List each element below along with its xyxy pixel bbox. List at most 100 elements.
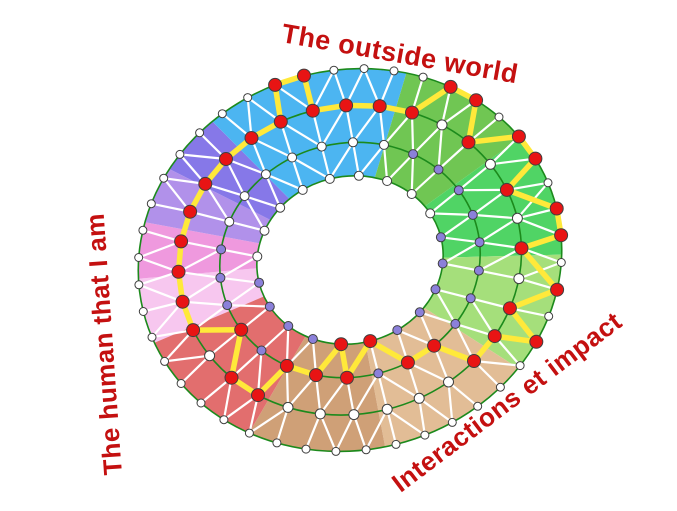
- highlighted-node: [372, 99, 387, 114]
- spoke-line: [429, 212, 474, 216]
- highlighted-node: [268, 77, 283, 92]
- highlighted-node: [514, 241, 529, 256]
- graph-node: [437, 258, 448, 269]
- spoke-line: [418, 311, 457, 325]
- graph-node: [556, 258, 566, 267]
- graph-node: [513, 273, 525, 285]
- graph-node: [314, 408, 326, 420]
- highlighted-node: [234, 322, 249, 337]
- spoke-line: [181, 300, 229, 307]
- graph-node: [324, 173, 335, 184]
- graph-node: [361, 445, 371, 455]
- spoke-line: [351, 141, 360, 177]
- graph-node: [222, 300, 233, 311]
- spoke-line: [434, 288, 472, 300]
- highlighted-node: [405, 105, 419, 120]
- graph-node: [543, 178, 553, 188]
- graph-node: [264, 301, 275, 312]
- sector-pink: [138, 222, 260, 279]
- spoke-line: [264, 173, 282, 209]
- spoke-line: [357, 143, 386, 177]
- spoke-line: [304, 412, 322, 451]
- graph-node: [447, 417, 457, 427]
- graph-node: [430, 284, 441, 295]
- highlighted-node: [427, 338, 442, 353]
- graph-node: [494, 112, 504, 122]
- spoke-line: [137, 256, 180, 273]
- spoke-line: [219, 255, 259, 279]
- graph-node: [134, 253, 144, 262]
- highlighted-node: [273, 114, 288, 129]
- spoke-line: [163, 329, 195, 363]
- spoke-line: [477, 269, 521, 280]
- graph-node: [243, 93, 253, 103]
- graph-node: [283, 321, 294, 331]
- graph-node: [331, 446, 341, 456]
- yellow-path: [175, 72, 564, 398]
- spoke-line: [320, 104, 348, 148]
- spoke-line: [382, 111, 414, 146]
- highlighted-node: [528, 151, 543, 166]
- spoke-line: [477, 247, 523, 272]
- spoke-line: [406, 361, 450, 384]
- graph-node: [307, 334, 318, 344]
- spoke-line: [418, 397, 426, 437]
- spoke-line: [250, 136, 294, 159]
- spoke-line: [311, 69, 335, 112]
- graph-node: [413, 392, 425, 404]
- spoke-line: [412, 123, 444, 156]
- graph-node: [159, 173, 169, 183]
- graph-node: [373, 368, 384, 379]
- highlighted-node: [499, 182, 514, 197]
- sector-dark-purple: [169, 121, 290, 220]
- graph-node: [316, 141, 327, 152]
- highlighted-node: [400, 355, 415, 370]
- graph-node: [406, 189, 417, 199]
- graph-node: [275, 202, 286, 213]
- graph-node: [379, 139, 389, 150]
- spoke-line: [222, 394, 260, 421]
- spoke-line: [516, 217, 563, 237]
- spoke-line: [181, 276, 222, 303]
- sector-pale-pink: [138, 268, 264, 343]
- highlighted-node: [549, 201, 564, 216]
- spoke-line: [386, 153, 415, 183]
- spoke-line: [286, 374, 318, 409]
- highlighted-node: [297, 68, 311, 83]
- highlighted-node: [183, 204, 198, 219]
- graph-node: [297, 184, 308, 195]
- graph-node: [484, 158, 496, 170]
- highlighted-node: [198, 176, 213, 191]
- spoke-line: [275, 406, 290, 444]
- highlighted-node: [363, 334, 378, 349]
- highlighted-node: [461, 135, 476, 150]
- graph-node: [420, 430, 430, 440]
- spoke-line: [228, 220, 266, 232]
- highlighted-node: [309, 368, 323, 383]
- graph-node: [435, 232, 446, 243]
- graph-node: [473, 265, 484, 276]
- spoke-line: [352, 413, 368, 451]
- graph-node: [224, 216, 235, 227]
- spoke-line: [192, 304, 229, 332]
- graph-node: [160, 356, 170, 366]
- graph-node: [329, 65, 339, 75]
- graph-node: [495, 382, 505, 392]
- spoke-line: [291, 156, 331, 180]
- graph-node: [467, 209, 478, 220]
- spoke-line: [204, 182, 231, 223]
- spoke-line: [264, 173, 304, 191]
- highlighted-node: [469, 93, 484, 108]
- graph-node: [418, 72, 428, 82]
- spoke-line: [177, 270, 222, 279]
- graph-node: [433, 164, 444, 175]
- graph-node: [382, 176, 393, 186]
- highlighted-node: [340, 370, 354, 385]
- graph-node: [272, 438, 282, 448]
- graph-node: [260, 169, 271, 180]
- graph-node: [147, 332, 157, 342]
- spoke-line: [351, 104, 381, 144]
- spoke-line: [279, 120, 323, 148]
